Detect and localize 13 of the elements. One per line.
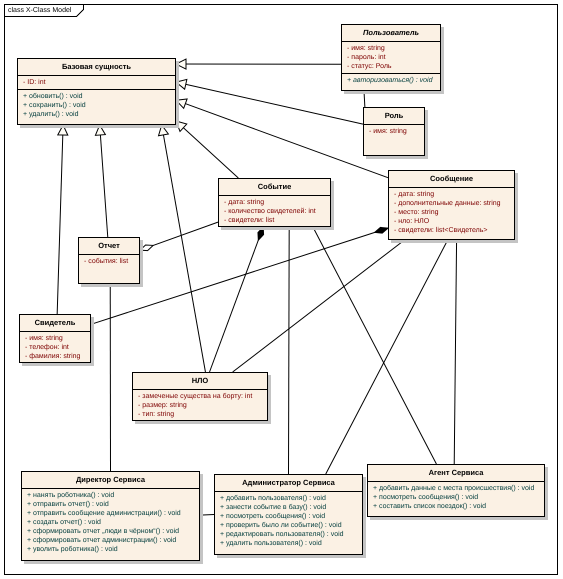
class-box: [218, 178, 331, 227]
class-box: [21, 471, 200, 561]
class-box: [214, 474, 363, 555]
class-box: [17, 58, 176, 125]
class-box: [132, 372, 268, 421]
class-box: [78, 237, 140, 284]
class-box: [388, 170, 515, 240]
diagram-frame: [4, 4, 558, 575]
class-box: [363, 107, 425, 156]
inheritance-arrow: [176, 120, 239, 178]
class-box: [19, 314, 91, 363]
class-box: [341, 24, 441, 91]
class-box: [367, 464, 545, 517]
